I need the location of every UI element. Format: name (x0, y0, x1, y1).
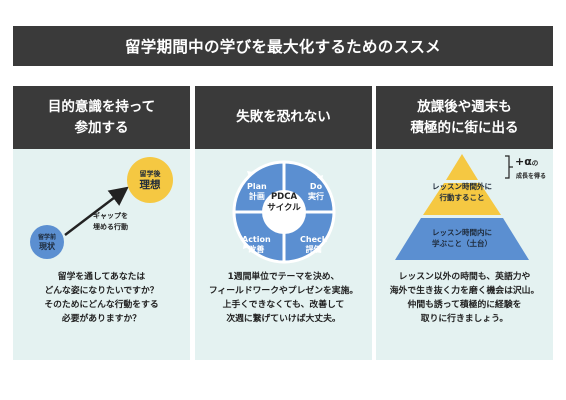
panel-heading: 失敗を恐れない (195, 86, 372, 149)
description-line: 海外で生き抜く力を磨く機会は沢山。 (389, 286, 540, 296)
action-label: Action 改善 (242, 235, 271, 255)
do-label: Do 実行 (308, 182, 324, 202)
description-line: どんな姿になりたいですか？ (44, 286, 159, 296)
panel-description: 1週間単位でテーマを決め、 フィールドワークやプレゼンを実施。 上手くできなくて… (195, 270, 372, 326)
pyramid-top-label-line: 行動すること (439, 193, 485, 202)
ideal-circle: 留学後 理想 (127, 157, 173, 203)
description-line: 次週に繋げていけば大丈夫。 (226, 314, 341, 324)
panel-failure: 失敗を恐れない PDCA サイクル Plan 計画 Do 実行 Action (195, 86, 372, 360)
do-label-ja: 実行 (308, 192, 324, 201)
pyramid-top-band (423, 183, 501, 215)
plus-alpha-text: +α (515, 155, 532, 168)
pyramid-top-label-line: レッスン時間外に (432, 182, 492, 191)
pyramid-top-label: レッスン時間外に 行動すること (424, 181, 500, 203)
plus-alpha-label: +αの (515, 155, 538, 168)
panel-heading-line: 積極的に街に出る (410, 119, 519, 136)
center-label-line: サイクル (267, 203, 301, 213)
panel-body: PDCA サイクル Plan 計画 Do 実行 Action 改善 Check … (195, 149, 372, 360)
check-label-en: Check (300, 235, 328, 244)
pyramid-base-label-line: 学ぶこと（土台） (432, 239, 492, 248)
description-line: 必要がありますか？ (61, 314, 142, 324)
gap-label-line: ギャップを (93, 212, 128, 220)
description-line: 上手くできなくても、改善して (222, 300, 345, 310)
panel-description: 留学を通してあなたは どんな姿になりたいですか？ そのためにどんな行動をする 必… (13, 270, 190, 326)
pdca-center-label: PDCA サイクル (264, 192, 304, 214)
arrow-icon (64, 186, 129, 236)
description-line: 仲間も誘って積極的に経験を (407, 300, 522, 310)
check-label: Check 評価 (300, 235, 327, 255)
bracket-icon (505, 155, 510, 179)
pyramid-base-label-line: レッスン時間内に (432, 228, 492, 237)
panel-heading: 放課後や週末も 積極的に街に出る (376, 86, 553, 149)
description-line: 1週間単位でテーマを決め、 (227, 272, 340, 282)
panel-heading: 目的意識を持って 参加する (13, 86, 190, 149)
description-line: そのためにどんな行動をする (44, 300, 159, 310)
panel-description: レッスン以外の時間も、英語力や 海外で生き抜く力を磨く機会は沢山。 仲間も誘って… (376, 270, 553, 326)
panel-body: 留学後 理想 留学前 現状 ギャップを 埋める行動 留学を通してあなたは どんな… (13, 149, 190, 360)
description-line: 取りに行きましょう。 (420, 314, 509, 324)
plus-alpha-suffix: の (531, 159, 539, 167)
panel-purpose: 目的意識を持って 参加する 留学後 理想 留学前 現状 ギャップを 埋める行動 … (13, 86, 190, 360)
center-label-line: PDCA (270, 192, 298, 202)
do-label-en: Do (309, 182, 323, 191)
description-line: 留学を通してあなたは (57, 272, 146, 282)
pyramid-base (395, 218, 529, 260)
description-line: フィールドワークやプレゼンを実施。 (208, 286, 359, 296)
pdca-cycle-diagram (232, 160, 336, 264)
panel-body: レッスン時間外に 行動すること レッスン時間内に 学ぶこと（土台） +αの 成長… (376, 149, 553, 360)
gap-label-line: 埋める行動 (93, 223, 128, 231)
plan-label: Plan 計画 (247, 182, 267, 202)
current-circle: 留学前 現状 (30, 225, 64, 259)
panel-heading-line: 放課後や週末も (417, 98, 512, 115)
page-title: 留学期間中の学びを最大化するためのススメ (13, 26, 553, 66)
plan-label-ja: 計画 (248, 192, 265, 201)
growth-label: 成長を得る (516, 173, 547, 180)
after-label: 留学後 (139, 169, 161, 178)
panel-heading-line: 失敗を恐れない (236, 109, 331, 125)
gap-label: ギャップを 埋める行動 (93, 211, 128, 233)
panel-heading-line: 参加する (74, 119, 129, 136)
check-label-ja: 評価 (305, 245, 322, 254)
current-label: 現状 (39, 241, 55, 251)
description-line: レッスン以外の時間も、英語力や (398, 272, 531, 282)
before-label: 留学前 (37, 233, 56, 241)
action-label-en: Action (242, 235, 271, 244)
pyramid-top (446, 154, 478, 180)
action-label-ja: 改善 (248, 245, 265, 254)
pyramid-diagram (395, 154, 529, 260)
pyramid-base-label: レッスン時間内に 学ぶこと（土台） (406, 227, 518, 249)
plan-label-en: Plan (247, 182, 267, 191)
ideal-label: 理想 (139, 178, 161, 191)
panel-heading-line: 目的意識を持って (47, 98, 156, 115)
panel-go-out: 放課後や週末も 積極的に街に出る レッスン時間外に 行動すること レッスン時間内… (376, 86, 553, 360)
